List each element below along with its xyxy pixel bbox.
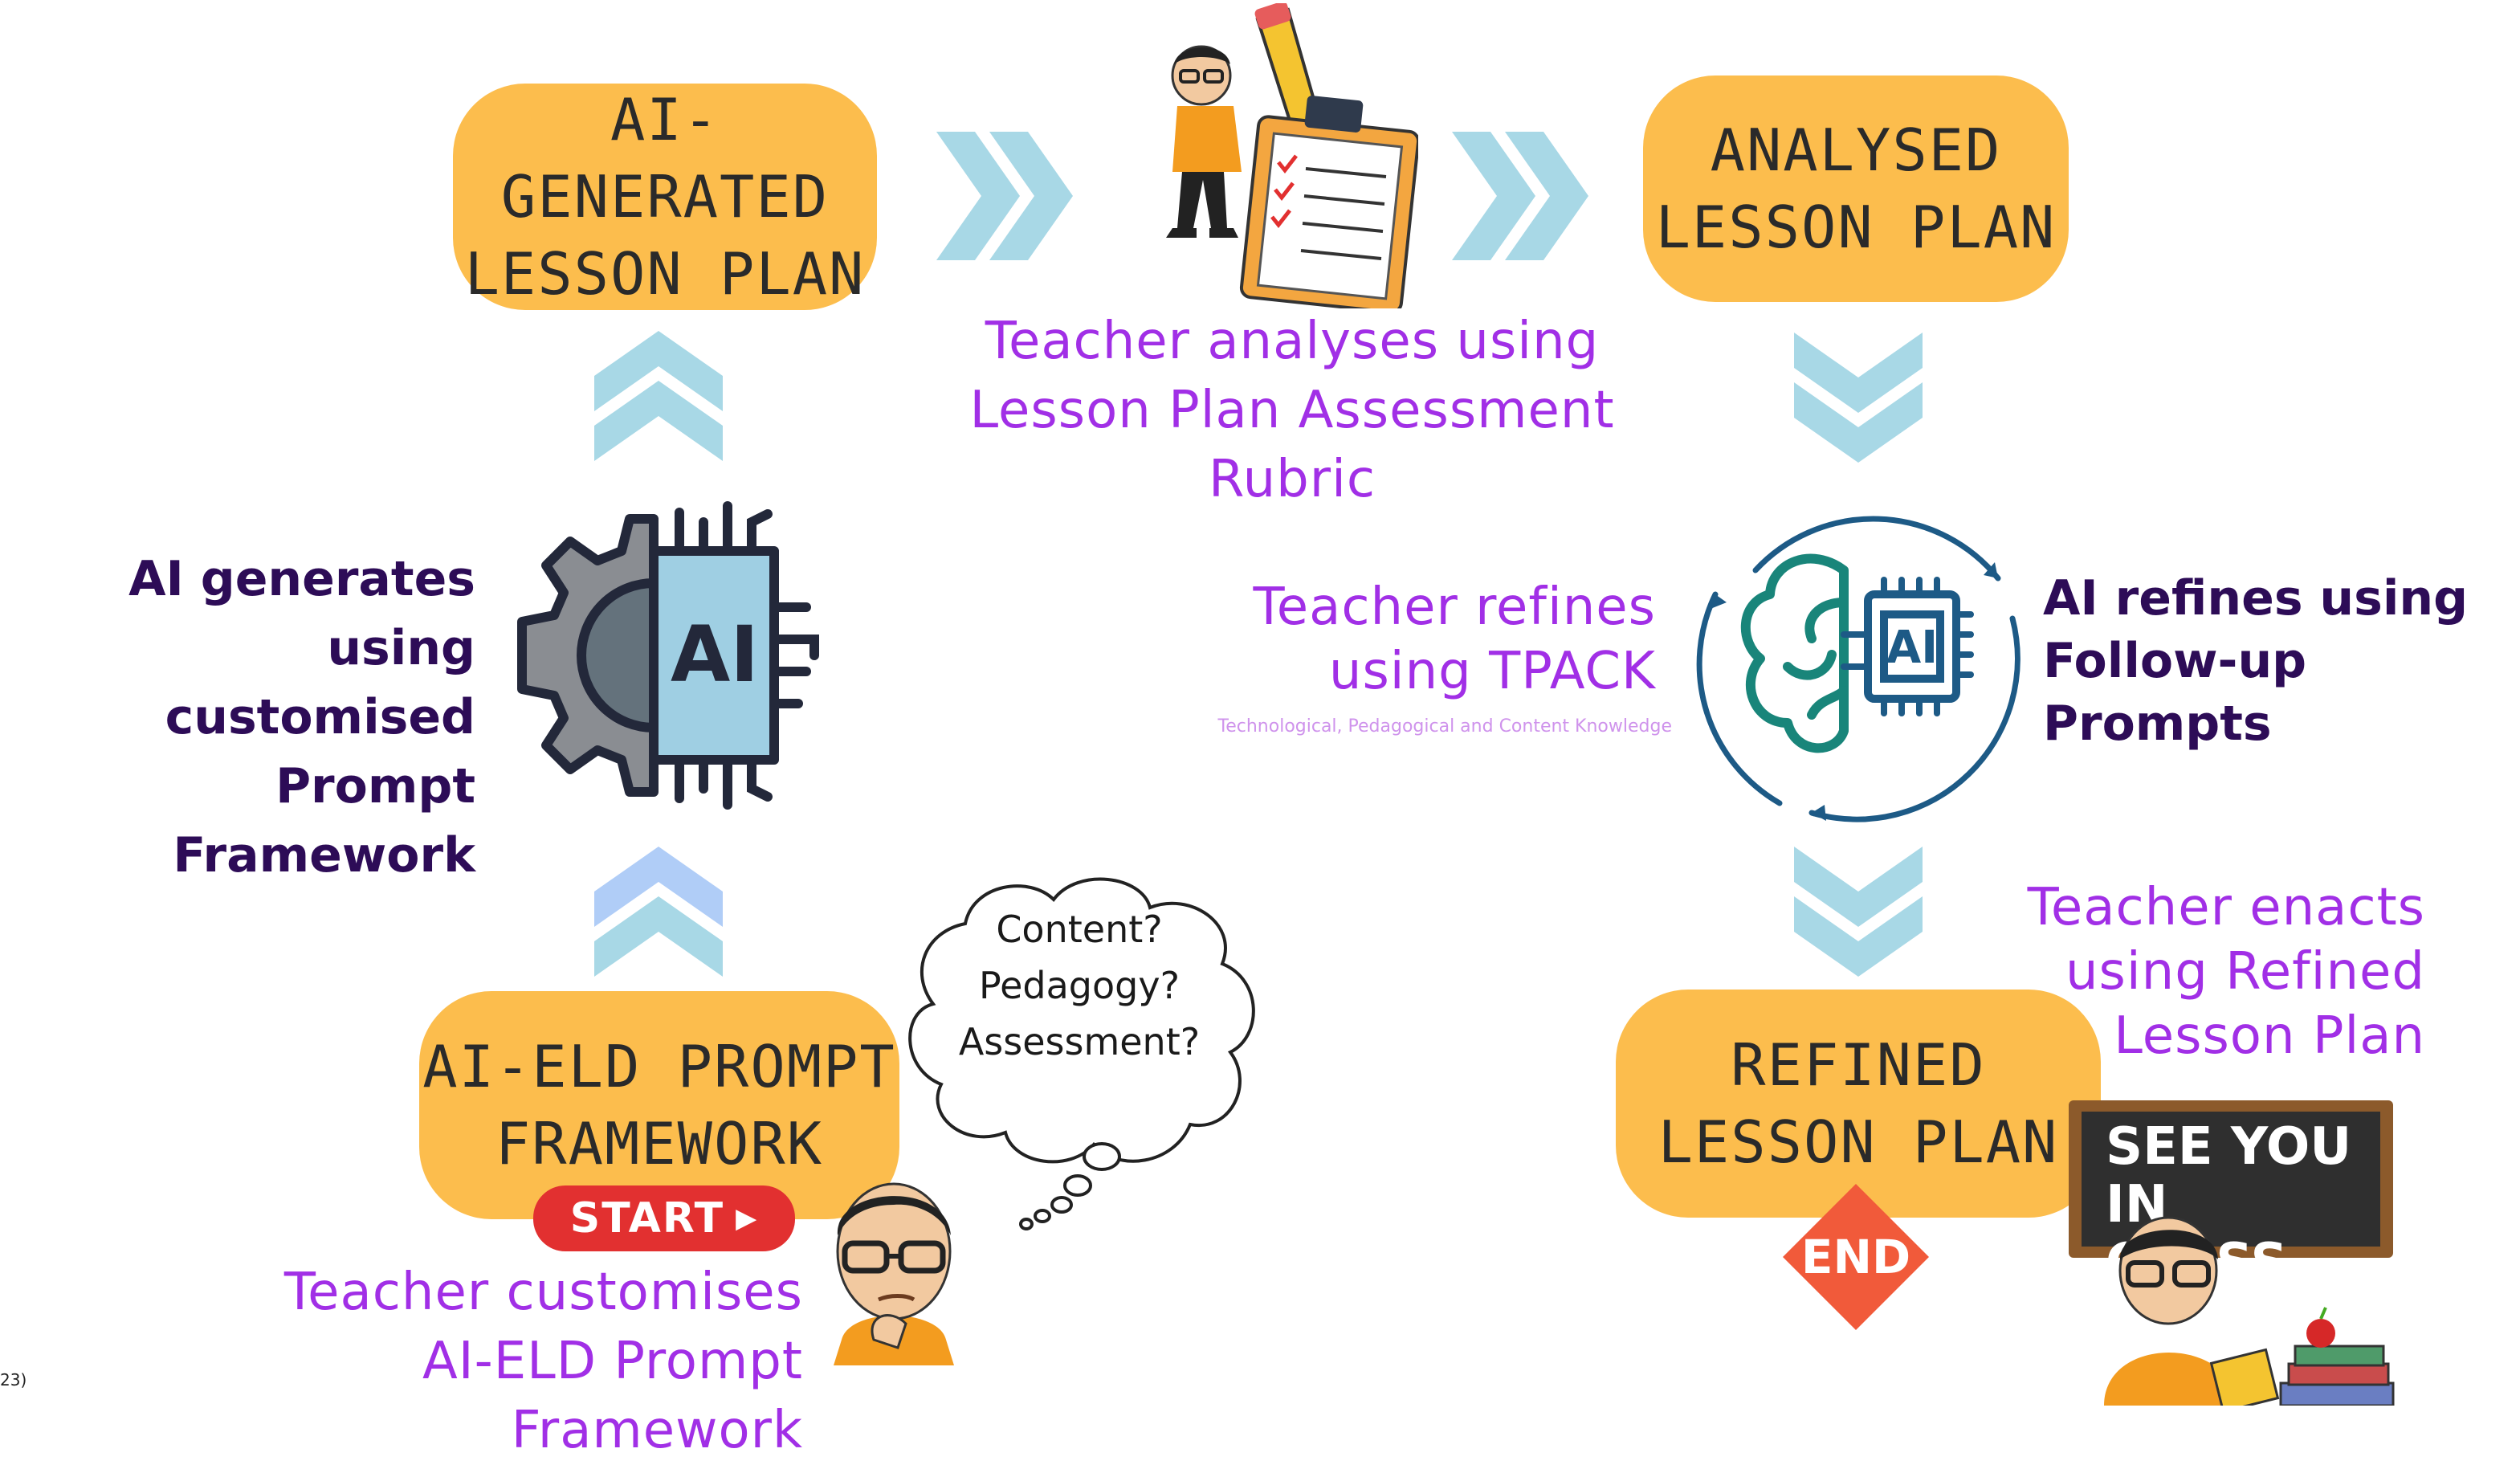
teacher-enacts-caption: Teacher enacts using Refined Lesson Plan [2027,878,2425,1066]
chevron-up-icon [594,847,723,977]
teacher-analyses-caption: Teacher analyses using Lesson Plan Asses… [969,312,1615,509]
chevron-down-icon [1794,333,1923,463]
tpack-note: Technological, Pedagogical and Content K… [1217,716,1672,737]
brain-chip-label: AI [1886,622,1938,674]
ai-refines-caption: AI refines using Follow-up Prompts [2043,570,2469,752]
end-sign-icon [1783,1184,1929,1330]
ai-eld-prompt-framework-box: AI-ELD PROMPT FRAMEWORK [419,991,899,1219]
thought-cloud-illustration [908,877,1255,1230]
teacher-clipboard-illustration [1166,3,1418,308]
thought-cloud-text: Content? Pedagogy? Assessment? [958,908,1201,1063]
thinking-teacher-illustration [834,1182,954,1365]
ai-generated-lesson-plan-label: AI-GENERATED LESSON PLAN [464,86,866,308]
corner-fragment: 23) [0,1370,27,1390]
chevron-up-icon [594,331,723,461]
brain-chip-ai-icon: AI [1696,516,2020,822]
chevron-right-icon [1452,132,1588,260]
ai-generated-lesson-plan-box: AI-GENERATED LESSON PLAN [453,84,877,310]
start-label: START [569,1194,725,1243]
chalkboard [2069,1100,2393,1258]
play-icon: ▶ [736,1202,759,1234]
refined-lesson-plan-label: REFINED LESSON PLAN [1658,1031,2059,1176]
teacher-customises-caption: Teacher customises AI-ELD Prompt Framewo… [283,1263,803,1460]
teacher-books-illustration [2104,1216,2395,1406]
analysed-lesson-plan-label: ANALYSED LESSON PLAN [1655,116,2057,261]
chevron-down-icon [1794,847,1923,977]
ai-generates-caption: AI generates using customised Prompt Fra… [128,551,475,883]
analysed-lesson-plan-box: ANALYSED LESSON PLAN [1643,75,2069,302]
ai-eld-prompt-framework-label: AI-ELD PROMPT FRAMEWORK [422,1033,896,1177]
gear-chip-label: AI [671,610,759,700]
chevron-right-icon [936,132,1073,260]
start-button: START ▶ [533,1185,795,1251]
refined-lesson-plan-box: REFINED LESSON PLAN [1616,990,2101,1218]
gear-chip-ai-icon: AI [517,501,819,810]
teacher-refines-caption: Teacher refines using TPACK [1253,577,1656,701]
end-label: END [1800,1230,1911,1284]
